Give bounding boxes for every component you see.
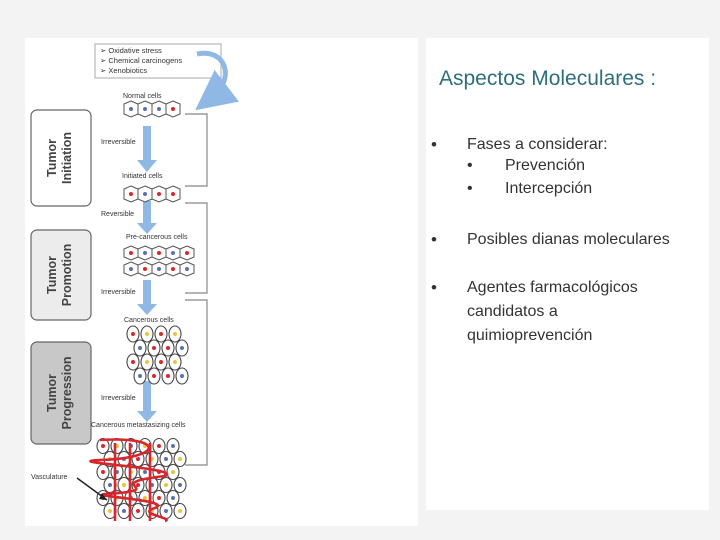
- cell-nucleus: [171, 444, 175, 448]
- cell-nucleus: [159, 360, 163, 364]
- cell-nucleus: [157, 107, 161, 111]
- bullet-icon: •: [431, 278, 437, 297]
- cell-label-precancerous: Pre-cancerous cells: [126, 234, 188, 241]
- cell-nucleus: [180, 374, 184, 378]
- cell-nucleus: [185, 267, 189, 271]
- stage-box-progression: [30, 341, 92, 445]
- cell-nucleus: [173, 332, 177, 336]
- down-arrow-icon: [137, 126, 157, 172]
- cell-nucleus: [157, 496, 161, 500]
- sub-item: •Intercepción: [467, 180, 593, 197]
- cell-label-initiated: Initiated cells: [122, 173, 163, 180]
- cell-nucleus: [136, 509, 140, 513]
- down-arrow-icon: [137, 201, 157, 234]
- stage-brackets: [185, 113, 208, 466]
- cell-nucleus: [101, 470, 105, 474]
- cell-nucleus: [171, 192, 175, 196]
- cell-nucleus: [166, 346, 170, 350]
- cell-nucleus: [143, 267, 147, 271]
- cell-label-cancerous: Cancerous cells: [124, 317, 174, 324]
- cell-nucleus: [108, 509, 112, 513]
- stage-label-progression: TumorProgression: [45, 357, 74, 430]
- cell-nucleus: [143, 107, 147, 111]
- cell-nucleus: [166, 374, 170, 378]
- cell-nucleus: [136, 483, 140, 487]
- cell-nucleus: [157, 267, 161, 271]
- cell-nucleus: [129, 251, 133, 255]
- blood-vessel: [89, 438, 169, 523]
- cell-nucleus: [143, 251, 147, 255]
- down-arrow-icon: [137, 280, 157, 315]
- cell-label-normal: Normal cells: [123, 93, 162, 100]
- cell-nucleus: [122, 509, 126, 513]
- cell-nucleus: [164, 483, 168, 487]
- bullet-item: Fases a considerar:: [467, 136, 608, 153]
- sub-item: •Prevención: [467, 157, 586, 174]
- cell-nucleus: [108, 483, 112, 487]
- cell-nucleus: [171, 470, 175, 474]
- cell-nucleus: [178, 509, 182, 513]
- transition-label: Reversible: [101, 211, 134, 218]
- panel-title: Aspectos Moleculares :: [439, 67, 657, 90]
- carcinogenesis-diagram: ➢ Oxidative stress ➢ Chemical carcinogen…: [30, 43, 240, 523]
- trigger-item: ➢ Chemical carcinogens: [100, 56, 182, 65]
- cell-nucleus: [129, 192, 133, 196]
- vasculature-label: Vasculature: [31, 474, 68, 481]
- cell-nucleus: [145, 360, 149, 364]
- cell-label-metastasizing: Cancerous metastasizing cells: [91, 422, 186, 429]
- stage-arrows: [137, 126, 157, 422]
- cell-nucleus: [152, 346, 156, 350]
- cell-nucleus: [138, 374, 142, 378]
- cell-nucleus: [145, 332, 149, 336]
- transition-label: Irreversible: [101, 289, 136, 296]
- cell-nucleus: [138, 346, 142, 350]
- cell-nucleus: [136, 457, 140, 461]
- cell-nucleus: [143, 192, 147, 196]
- trigger-item: ➢ Oxidative stress: [100, 46, 162, 55]
- cell-nucleus: [157, 444, 161, 448]
- trigger-item: ➢ Xenobiotics: [100, 66, 147, 75]
- cell-nucleus: [178, 483, 182, 487]
- cell-nucleus: [143, 496, 147, 500]
- bullet-item: Posibles dianas moleculares: [467, 231, 670, 248]
- pointer-arrowhead-icon: [99, 493, 107, 500]
- cell-nucleus: [185, 251, 189, 255]
- trigger-arrow: [195, 50, 240, 111]
- cell-nucleus: [171, 251, 175, 255]
- bullet-item: Agentes farmacológicos candidatos a quim…: [467, 279, 638, 344]
- bullet-icon: •: [431, 135, 437, 154]
- cell-nucleus: [171, 107, 175, 111]
- cell-nucleus: [152, 374, 156, 378]
- cell-nucleus: [122, 483, 126, 487]
- cell-nucleus: [131, 332, 135, 336]
- cell-nucleus: [129, 267, 133, 271]
- stage-label-promotion: TumorPromotion: [45, 244, 74, 307]
- stage-label-initiation: TumorInitiation: [45, 132, 74, 184]
- cell-nucleus: [157, 251, 161, 255]
- transition-label: Irreversible: [101, 139, 136, 146]
- transition-label: Irreversible: [101, 395, 136, 402]
- cell-nucleus: [129, 107, 133, 111]
- carcinogenesis-figure: ➢ Oxidative stress ➢ Chemical carcinogen…: [25, 38, 418, 526]
- cell-nucleus: [159, 332, 163, 336]
- content-panel: Aspectos Moleculares : • Fases a conside…: [426, 38, 709, 510]
- cell-nucleus: [164, 457, 168, 461]
- cell-nucleus: [173, 360, 177, 364]
- cell-nucleus: [180, 346, 184, 350]
- cell-nucleus: [157, 192, 161, 196]
- cell-nucleus: [131, 360, 135, 364]
- cell-nucleus: [171, 496, 175, 500]
- cell-nucleus: [143, 470, 147, 474]
- down-arrow-icon: [137, 381, 157, 422]
- bullet-icon: •: [431, 230, 437, 249]
- cell-nucleus: [101, 444, 105, 448]
- cell-nucleus: [171, 267, 175, 271]
- stage-box-initiation: [30, 109, 92, 207]
- cell-nucleus: [178, 457, 182, 461]
- cell-nucleus: [164, 509, 168, 513]
- stage-box-promotion: [30, 229, 92, 321]
